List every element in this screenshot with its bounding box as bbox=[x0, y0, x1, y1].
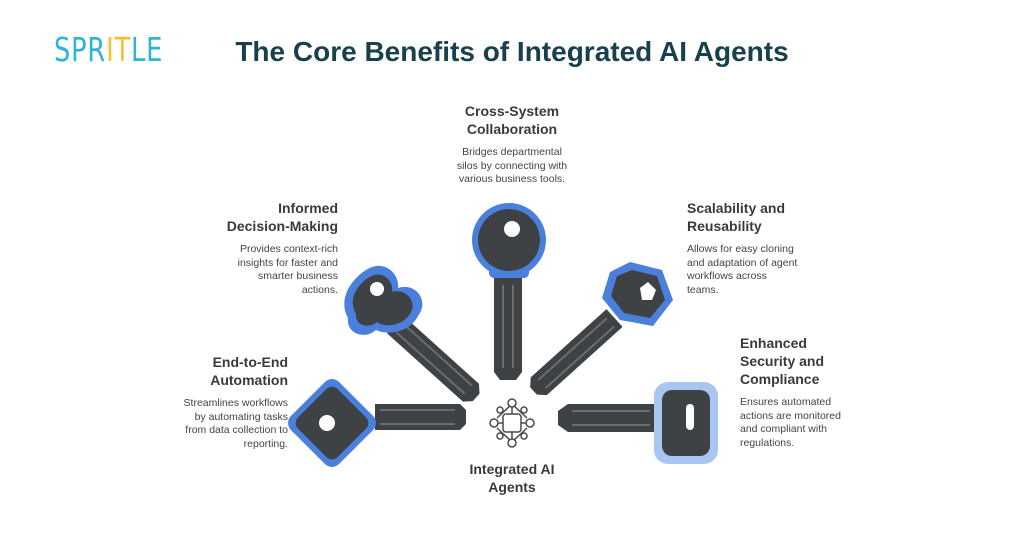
spritle-logo: SPRITLE bbox=[54, 30, 164, 69]
automation-key-icon bbox=[288, 379, 466, 467]
page-title: The Core Benefits of Integrated AI Agent… bbox=[235, 36, 789, 67]
collaboration-key-icon bbox=[472, 203, 546, 380]
benefit-cross-system-collaboration: Cross-System Collaboration Bridges depar… bbox=[432, 102, 592, 187]
benefit-title: End-to-End Automation bbox=[210, 354, 288, 388]
benefit-description: Provides context-rich insights for faste… bbox=[237, 243, 338, 296]
benefit-description: Allows for easy cloning and adaptation o… bbox=[687, 243, 798, 296]
hub-label: Integrated AI Agents bbox=[469, 461, 555, 495]
scalability-key-icon bbox=[530, 262, 673, 396]
benefit-title: Scalability and Reusability bbox=[687, 200, 786, 234]
benefit-informed-decision-making: Informed Decision-Making Provides contex… bbox=[190, 199, 338, 297]
security-key-icon bbox=[558, 382, 718, 464]
network-hub-icon bbox=[489, 398, 535, 448]
benefit-description: Ensures automated actions are monitored … bbox=[740, 396, 841, 449]
benefit-description: Streamlines workflows by automating task… bbox=[183, 397, 288, 450]
benefit-end-to-end-automation: End-to-End Automation Streamlines workfl… bbox=[140, 353, 288, 451]
benefit-title: Informed Decision-Making bbox=[226, 200, 338, 234]
benefit-description: Bridges departmental silos by connecting… bbox=[456, 146, 568, 185]
decision-key-icon bbox=[344, 265, 480, 402]
benefit-title: Cross-System Collaboration bbox=[464, 103, 560, 137]
benefit-enhanced-security-compliance: Enhanced Security and Compliance Ensures… bbox=[740, 334, 900, 450]
benefit-title: Enhanced Security and Compliance bbox=[740, 335, 825, 387]
benefit-scalability-reusability: Scalability and Reusability Allows for e… bbox=[687, 199, 847, 297]
